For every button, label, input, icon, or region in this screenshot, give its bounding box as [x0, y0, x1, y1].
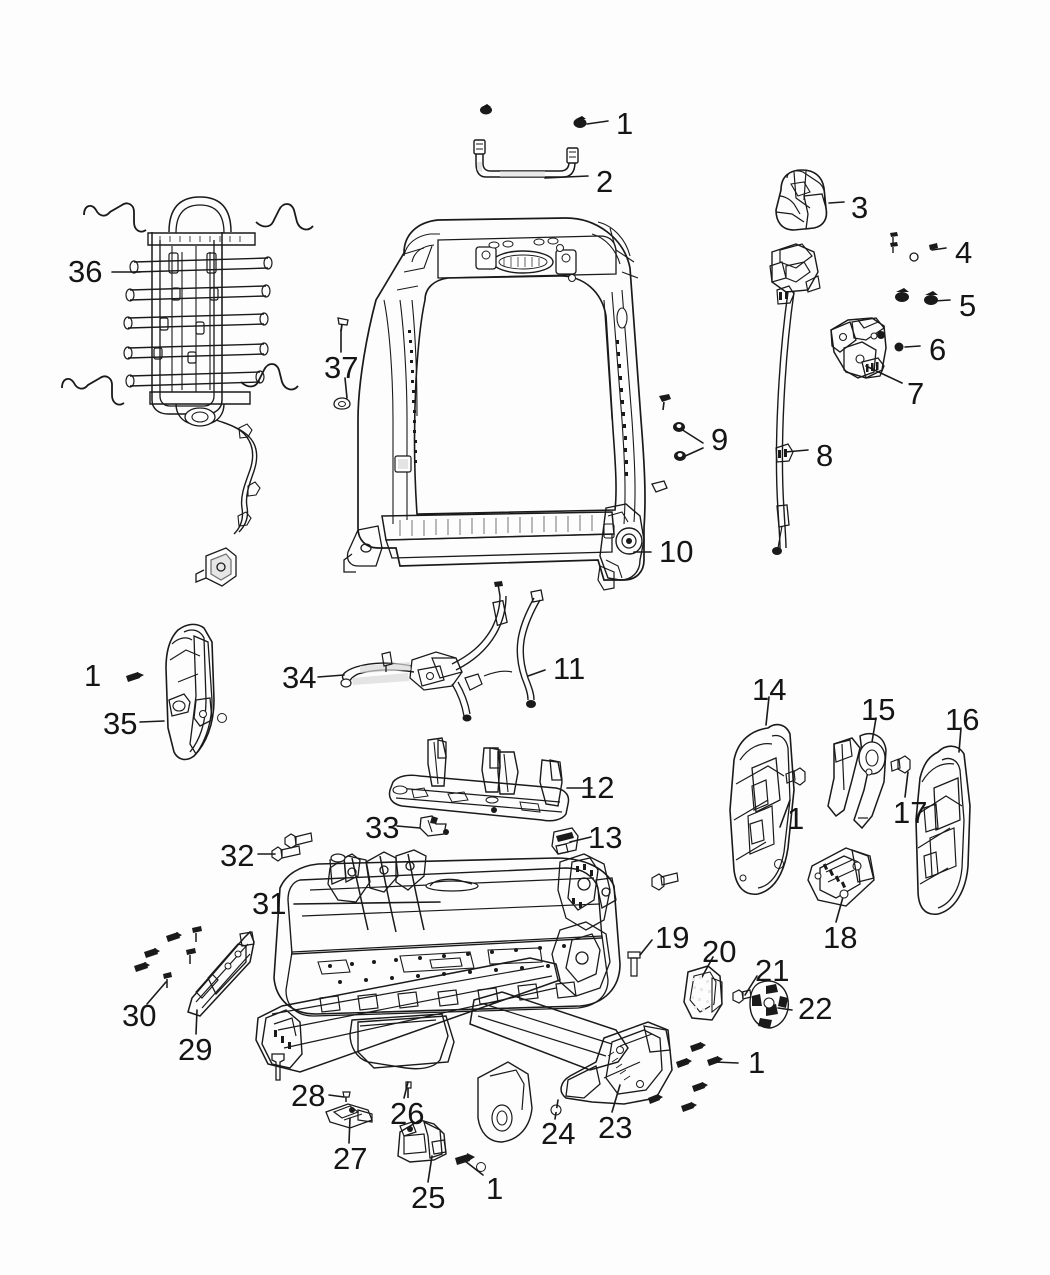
part-35-back-panel-trim — [126, 623, 227, 761]
callout-32: 32 — [220, 838, 255, 873]
callout-21: 21 — [755, 953, 790, 988]
callout-1-lower-right: 1 — [748, 1045, 766, 1080]
part-33-clip-bracket — [419, 815, 449, 837]
part-27-retainer-plate — [325, 1103, 373, 1129]
part-1-screw-right-mid — [774, 767, 806, 869]
callout-14: 14 — [752, 672, 787, 707]
part-28-push-pin — [271, 1053, 351, 1102]
part-26-pin-clip — [405, 1081, 412, 1098]
part-22-gear-hub-cap — [749, 980, 789, 1029]
callout-1-left: 1 — [84, 658, 102, 693]
callout-18: 18 — [823, 920, 858, 955]
parts-4-5-6-fasteners — [877, 232, 938, 352]
callout-16: 16 — [945, 702, 980, 737]
part-1-screw-cluster-lower-right — [648, 1042, 723, 1112]
part-9-nuts — [651, 394, 686, 493]
callout-34: 34 — [282, 660, 317, 695]
callout-20: 20 — [702, 934, 737, 969]
parts-34-11-cable-assemblies — [340, 581, 544, 722]
callout-9: 9 — [711, 422, 729, 457]
part-7-latch-bracket — [830, 317, 887, 379]
callout-19: 19 — [655, 920, 690, 955]
part-14-outer-side-shield — [729, 723, 795, 895]
part-24-grommet — [550, 1104, 562, 1116]
part-25-striker-bracket — [397, 1119, 447, 1163]
part-15-recliner-lever — [827, 732, 887, 830]
callout-35: 35 — [103, 706, 138, 741]
callout-36: 36 — [68, 254, 103, 289]
part-23-lower-trim-shield — [560, 1021, 673, 1105]
callout-25: 25 — [411, 1180, 446, 1215]
callout-10: 10 — [659, 534, 694, 569]
part-19-bolt — [627, 872, 679, 977]
callout-23: 23 — [598, 1110, 633, 1145]
callout-26: 26 — [390, 1096, 425, 1131]
callout-2: 2 — [596, 164, 614, 199]
part-29-rail-cover-plate — [187, 930, 255, 1017]
callout-28: 28 — [291, 1078, 326, 1113]
callout-11: 11 — [553, 651, 586, 686]
callout-1-bottom: 1 — [486, 1171, 504, 1206]
part-18-height-adjust-bracket — [807, 847, 875, 907]
part-1-screw-bottom — [455, 1153, 486, 1172]
callout-29: 29 — [178, 1032, 213, 1067]
callout-3: 3 — [851, 190, 869, 225]
callout-31: 31 — [252, 886, 287, 921]
part-16-inner-side-shield — [915, 745, 971, 915]
callout-33: 33 — [365, 810, 400, 845]
part-seat-back-frame — [343, 217, 646, 591]
callout-17: 17 — [893, 795, 928, 830]
callout-5: 5 — [959, 288, 977, 323]
callout-7: 7 — [907, 376, 925, 411]
callout-24: 24 — [541, 1116, 576, 1151]
part-3-recliner-handle-bezel — [775, 169, 828, 231]
callout-6: 6 — [929, 332, 947, 367]
part-17-screw — [890, 755, 911, 774]
part-37-pin-retainer — [333, 317, 351, 410]
callout-12: 12 — [580, 770, 615, 805]
part-31-seat-cushion-frame — [255, 849, 629, 1143]
callout-1-top: 1 — [616, 106, 634, 141]
part-13-bracket-clip — [551, 827, 579, 855]
part-30-screw-set — [134, 926, 202, 988]
part-20-recliner-gear-pack — [683, 965, 723, 1021]
part-32-bolts — [271, 832, 313, 862]
part-8-release-cable — [769, 243, 821, 555]
part-1-screw-top — [480, 104, 587, 128]
callout-1-right-mid: 1 — [787, 801, 805, 836]
callout-30: 30 — [122, 998, 157, 1033]
part-12-seat-cushion-pan-front — [388, 737, 570, 822]
callout-4: 4 — [955, 235, 973, 270]
part-36-lumbar-suspension-mat — [61, 196, 314, 587]
leader-lines — [111, 120, 962, 1183]
callout-27: 27 — [333, 1141, 368, 1176]
callout-8: 8 — [816, 438, 834, 473]
callout-13: 13 — [588, 820, 623, 855]
callout-15: 15 — [861, 692, 896, 727]
callout-37: 37 — [324, 350, 359, 385]
part-2-head-restraint-wire-guide — [473, 139, 579, 178]
part-10-recliner-mechanism — [597, 503, 645, 591]
callout-22: 22 — [798, 991, 833, 1026]
